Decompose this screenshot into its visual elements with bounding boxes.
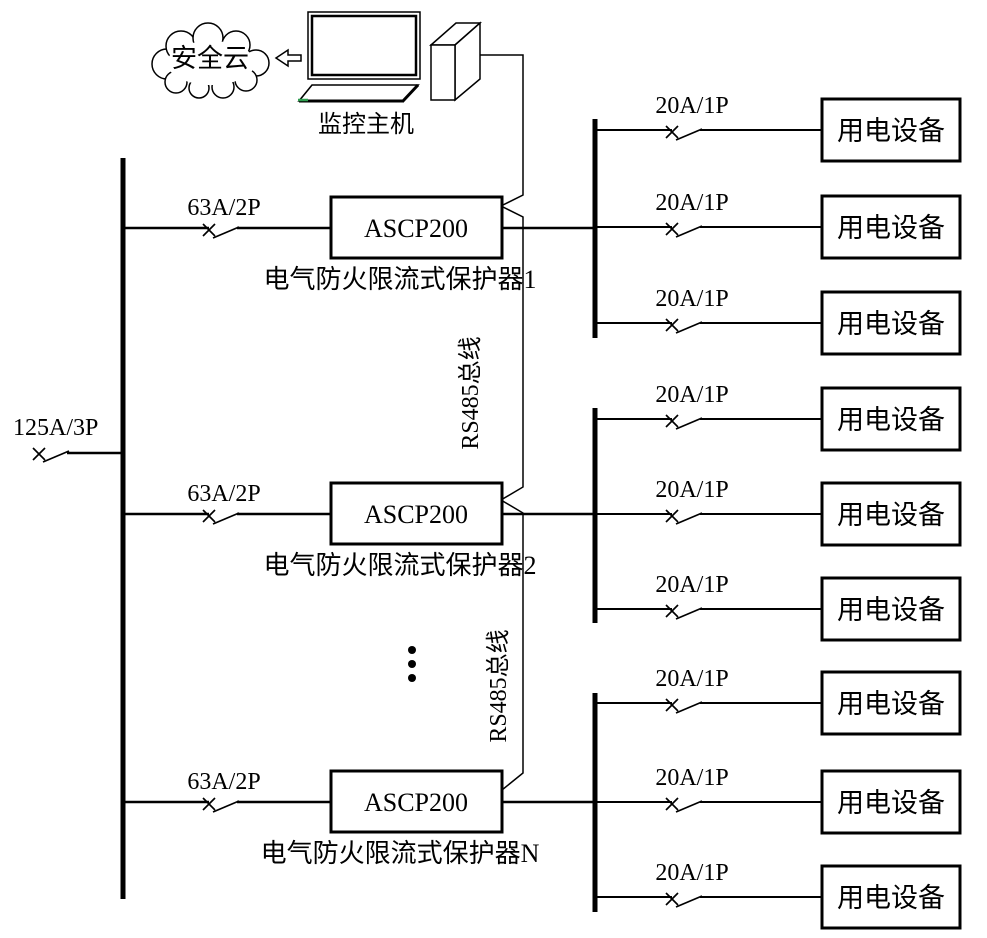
monitoring-host: 监控主机 [297,11,421,138]
branch-breaker-label: 20A/1P [655,93,728,119]
ascp200-model-label: ASCP200 [364,214,468,243]
device-box [820,386,962,452]
device-box-label: 用电设备 [837,883,945,913]
protector-name: 电气防火限流式保护器1 [263,265,536,294]
breaker-symbol [665,892,703,908]
breaker-symbol [665,414,703,430]
device-box [820,576,962,642]
device-box-label: 用电设备 [837,689,945,719]
protector-feeder-row-1: 63A/2P ASCP200 电气防火限流式保护器1 [124,195,595,294]
device-box [820,670,962,736]
breaker-symbol [665,604,703,620]
protector-feeder-row-2: 63A/2P ASCP200 电气防火限流式保护器2 [124,481,595,580]
branch-breaker-label: 20A/1P [655,572,728,598]
feeder-breaker-label: 63A/2P [187,195,260,221]
host-label: 监控主机 [318,111,414,138]
branch-breaker-label: 20A/1P [655,860,728,886]
breaker-symbol [665,318,703,334]
feeder-breaker-label: 63A/2P [187,769,260,795]
breaker-symbol [665,698,703,714]
ascp200-box [329,481,504,546]
device-box [820,97,962,163]
device-box-label: 用电设备 [837,595,945,625]
breaker-symbol [202,509,240,525]
branch-group-1: 20A/1P 用电设备 20A/1P 用电设备 20A/1P 用电设备 [592,93,962,356]
device-box-label: 用电设备 [837,213,945,243]
ascp200-model-label: ASCP200 [364,500,468,529]
branch-group-2: 20A/1P 用电设备 20A/1P 用电设备 20A/1P 用电设备 [592,382,962,642]
breaker-symbol [32,447,70,463]
device-box [820,290,962,356]
device-box [820,481,962,547]
ascp200-model-label: ASCP200 [364,788,468,817]
device-box [820,194,962,260]
device-box [820,864,962,930]
ascp200-box [329,195,504,260]
feeder-breaker-label: 63A/2P [187,481,260,507]
protector-name: 电气防火限流式保护器N [261,839,540,868]
device-box-label: 用电设备 [837,309,945,339]
breaker-symbol [665,222,703,238]
branch-breaker-label: 20A/1P [655,765,728,791]
device-box-label: 用电设备 [837,788,945,818]
branch-breaker-label: 20A/1P [655,382,728,408]
breaker-symbol [665,509,703,525]
ellipsis-dots [408,646,416,682]
cloud-label: 安全云 [171,44,249,73]
branch-group-3: 20A/1P 用电设备 20A/1P 用电设备 20A/1P 用电设备 [592,666,962,930]
device-box-label: 用电设备 [837,116,945,146]
breaker-symbol [202,797,240,813]
branch-breaker-label: 20A/1P [655,190,728,216]
rs485-bus-label: RS485总线 [457,336,484,449]
branch-breaker-label: 20A/1P [655,477,728,503]
security-cloud: 安全云 [151,22,270,99]
protector-name: 电气防火限流式保护器2 [263,551,536,580]
device-box-label: 用电设备 [837,500,945,530]
breaker-symbol [202,223,240,239]
monitor-screen [310,14,418,77]
cloud-fill [167,41,255,85]
main-breaker-label: 125A/3P [13,415,98,441]
main-incoming-feeder: 125A/3P [13,415,122,463]
keyboard-right-edge [401,83,420,103]
server-tower [429,21,482,102]
breaker-symbol [665,797,703,813]
rs485-bus-label: RS485总线 [485,629,512,742]
device-box [820,769,962,835]
protector-feeder-row-n: 63A/2P ASCP200 电气防火限流式保护器N [124,769,595,868]
breaker-symbol [665,125,703,141]
ascp200-box [329,769,504,834]
branch-breaker-label: 20A/1P [655,666,728,692]
tower-front-face [430,44,456,101]
left-arrow-icon [274,48,302,68]
branch-breaker-label: 20A/1P [655,286,728,312]
rs485-trunk-line [480,54,524,791]
host-keyboard [297,84,420,102]
device-box-label: 用电设备 [837,405,945,435]
